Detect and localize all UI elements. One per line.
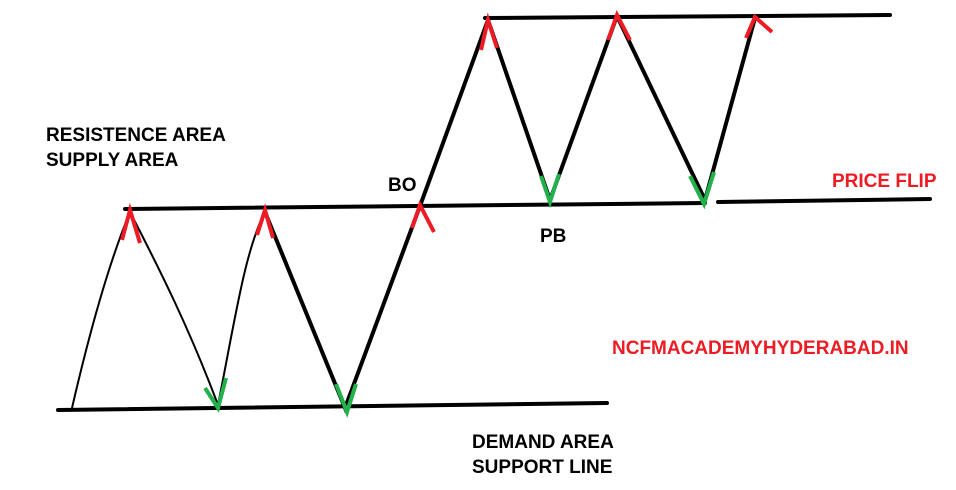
trough-marker: [539, 173, 561, 209]
trough-marker: [203, 377, 228, 413]
peak-marker: [479, 12, 499, 51]
peak-marker: [410, 199, 436, 233]
peak-marker: [120, 202, 142, 244]
breakout-label: BO: [388, 175, 417, 196]
resistance-line: [123, 201, 707, 211]
price-flip-label: PRICE FLIP: [832, 171, 937, 192]
supply-area-label: SUPPLY AREA: [46, 150, 179, 171]
price-path: [263, 10, 757, 414]
price-path-thin: [71, 209, 266, 409]
demand-area-label: DEMAND AREA: [472, 432, 614, 453]
peak-marker: [744, 13, 774, 39]
trough-marker: [688, 171, 716, 210]
peak-marker: [606, 10, 632, 41]
upper-resistance-line: [483, 13, 892, 20]
peak-marker: [255, 203, 275, 239]
trough-marker: [334, 383, 358, 418]
price-flip-line: [716, 197, 932, 204]
support-line: [56, 401, 609, 412]
pullback-label: PB: [540, 226, 567, 247]
resistance-area-label: RESISTENCE AREA: [46, 125, 226, 146]
support-line-label: SUPPORT LINE: [472, 457, 613, 478]
website-label: NCFMACADEMYHYDERABAD.IN: [612, 338, 909, 359]
